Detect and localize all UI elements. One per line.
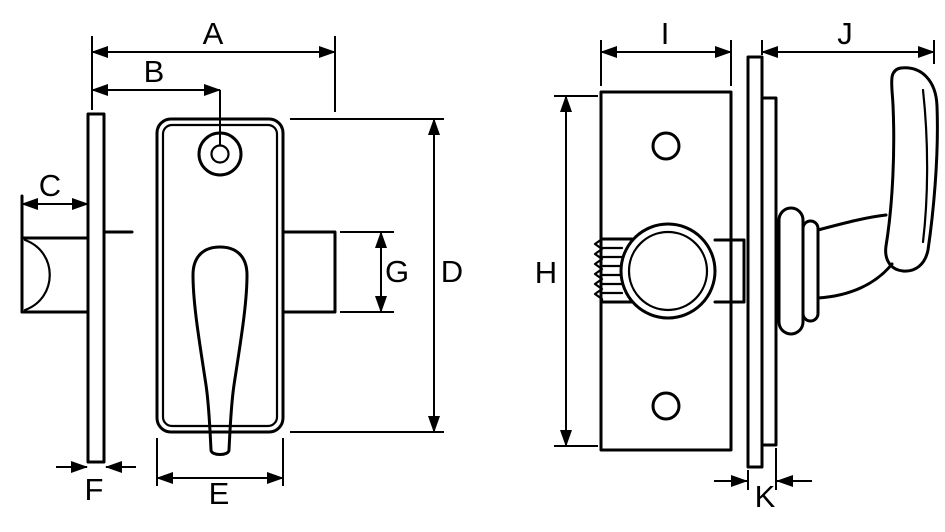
dim-label-f: F xyxy=(85,472,104,507)
bolt-curved-face xyxy=(23,238,51,312)
faceplate-side-view xyxy=(746,55,764,469)
thumbturn-lever xyxy=(191,245,249,456)
handle-grip xyxy=(884,66,939,273)
keyhole-center xyxy=(210,144,230,164)
dim-label-d: D xyxy=(441,254,463,289)
lock-body-outline xyxy=(155,117,285,434)
dim-label-k: K xyxy=(755,479,776,514)
dim-label-i: I xyxy=(661,16,670,51)
dim-label-b: B xyxy=(144,54,165,89)
dim-label-g: G xyxy=(385,254,409,289)
hub-collar-outer xyxy=(777,206,805,336)
dim-label-j: J xyxy=(837,16,853,51)
cylinder-ring-outer xyxy=(619,222,717,320)
dim-label-c: C xyxy=(39,168,61,203)
dim-label-a: A xyxy=(203,16,224,51)
hub-collar-inner xyxy=(801,219,820,323)
cylinder-housing xyxy=(281,230,337,314)
handle-grip-contour xyxy=(921,88,929,244)
handle-neck-top xyxy=(816,213,888,232)
cylinder-ring-inner xyxy=(627,230,709,312)
knurl-teeth-edge xyxy=(593,237,604,304)
dim-label-h: H xyxy=(535,255,557,290)
backplate-side-view xyxy=(760,96,778,447)
right-view-front-elevation: I J H K xyxy=(535,16,939,514)
mounting-plate-edge xyxy=(86,112,106,464)
handle-neck-bottom xyxy=(816,262,894,300)
left-view-side-elevation: A B C D G E F xyxy=(20,16,463,511)
screw-hole-bottom xyxy=(651,391,681,421)
dim-label-e: E xyxy=(209,476,230,511)
screw-hole-top xyxy=(651,131,681,161)
lock-body-inner-outline xyxy=(161,123,279,428)
